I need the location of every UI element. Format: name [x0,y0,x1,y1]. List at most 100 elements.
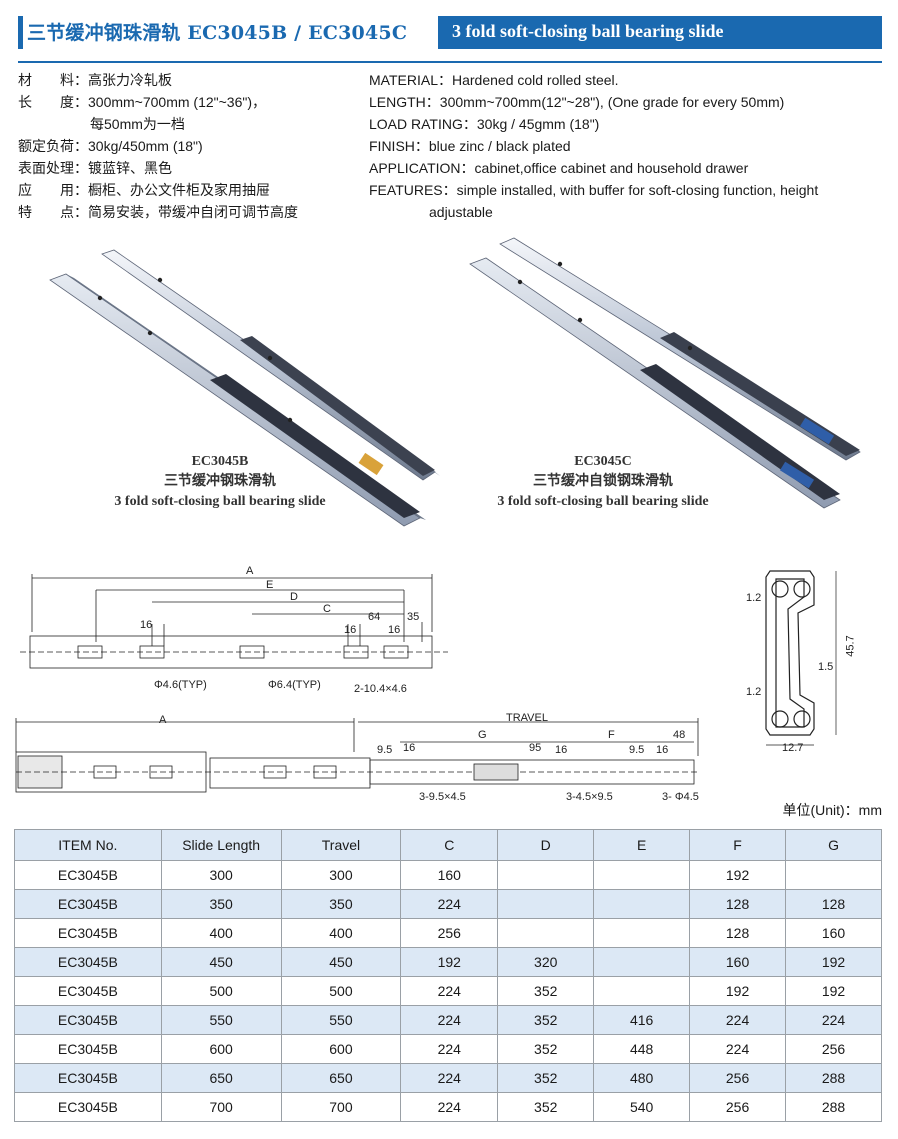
drawing-closed-slide [20,574,448,669]
spec-row: FINISH：blue zinc / black plated [369,138,571,154]
header-accent-bar [18,16,23,49]
spec-row: FEATURES：simple installed, with buffer f… [369,182,819,198]
table-cell: 224 [400,1005,499,1035]
dim-label: F [608,729,615,741]
col-header: Slide Length [160,829,282,861]
table-cell: 160 [689,947,787,977]
dim-label: 48 [673,729,686,741]
header-title-cn: 三节缓冲钢珠滑轨 EC3045B / EC3045C [27,22,408,44]
table-cell [593,918,691,948]
spec-row: LOAD RATING：30kg / 45gmm (18") [369,116,600,132]
table-cell: 288 [785,1092,882,1122]
table-cell: 450 [160,947,282,977]
table-cell: 352 [497,1005,595,1035]
dim-label: D [290,591,298,603]
dim-label: 9.5 [377,744,393,756]
table-cell: 128 [689,918,787,948]
table-cell: 650 [160,1063,282,1093]
product-caption-ec3045c: EC3045C 三节缓冲自锁钢珠滑轨 3 fold soft-closing b… [453,452,753,512]
dim-label: Φ6.4(TYP) [268,679,321,691]
table-cell [497,860,595,890]
product-name-cn: 三节缓冲自锁钢珠滑轨 [533,474,673,489]
spec-row: APPLICATION：cabinet,office cabinet and h… [369,160,749,176]
drawing-extended-slide [15,718,700,793]
table-cell: 550 [280,1005,402,1035]
table-cell: 350 [280,889,402,919]
table-cell: 224 [400,976,499,1006]
table-cell [593,976,691,1006]
spec-row: 每50mm为一档 [90,116,185,132]
table-cell: 160 [785,918,882,948]
spec-row: MATERIAL：Hardened cold rolled steel. [369,72,619,88]
table-cell: 300 [160,860,282,890]
table-cell: 128 [689,889,787,919]
table-cell: 224 [400,889,499,919]
drawing-cross-section [765,570,837,746]
dim-label: 35 [407,611,420,623]
spec-row: 表面处理：镀蓝锌、黑色 [18,160,172,176]
table-cell: 256 [689,1092,787,1122]
col-header: D [497,829,595,861]
dim-label: 64 [368,611,381,623]
table-cell: 128 [785,889,882,919]
table-cell [593,947,691,977]
product-name-en: 3 fold soft-closing ball bearing slide [497,494,709,509]
product-model: EC3045B [191,454,249,469]
table-cell: 192 [400,947,499,977]
table-cell: 416 [593,1005,691,1035]
table-cell [497,918,595,948]
product-caption-ec3045b: EC3045B 三节缓冲钢珠滑轨 3 fold soft-closing bal… [70,452,370,512]
dim-label: 16 [344,624,357,636]
table-cell: EC3045B [14,1092,162,1122]
table-cell [593,889,691,919]
dim-label: 3- Φ4.5 [662,791,699,803]
dim-label: 16 [388,624,401,636]
product-name-en: 3 fold soft-closing ball bearing slide [114,494,326,509]
table-cell: 352 [497,976,595,1006]
specs-en: MATERIAL：Hardened cold rolled steel. LEN… [369,69,818,223]
header-underline [18,61,882,63]
spec-row: 长 度：300mm~700mm (12"~36")， [18,94,267,110]
table-cell: 192 [689,976,787,1006]
header-title-en: 3 fold soft-closing ball bearing slide [452,21,724,41]
dim-label: TRAVEL [506,712,548,724]
table-cell [593,860,691,890]
table-cell: 352 [497,1034,595,1064]
table-cell: 400 [280,918,402,948]
table-cell: 550 [160,1005,282,1035]
table-cell: EC3045B [14,918,162,948]
table-cell: 352 [497,1063,595,1093]
dim-label: A [246,565,254,577]
table-cell: EC3045B [14,889,162,919]
table-cell: 224 [785,1005,882,1035]
spec-row: 额定负荷：30kg/450mm (18") [18,138,203,154]
table-cell: 224 [400,1063,499,1093]
dim-label: 9.5 [629,744,645,756]
table-cell: 600 [160,1034,282,1064]
table-cell: 320 [497,947,595,977]
dim-label: 45.7 [844,635,857,657]
table-cell [785,860,882,890]
col-header: E [593,829,691,861]
table-cell [497,889,595,919]
table-cell: 192 [785,947,882,977]
table-cell: EC3045B [14,1005,162,1035]
dim-label: 95 [529,742,542,754]
dim-label: 3-9.5×4.5 [419,791,466,803]
dim-label: 2-10.4×4.6 [354,683,407,695]
spec-row: adjustable [429,204,493,220]
page-header: 三节缓冲钢珠滑轨 EC3045B / EC3045C 3 fold soft-c… [18,16,882,63]
product-name-cn: 三节缓冲钢珠滑轨 [164,474,276,489]
table-cell: 256 [785,1034,882,1064]
dim-label: Φ4.6(TYP) [154,679,207,691]
header-title-box: 3 fold soft-closing ball bearing slide [438,16,882,49]
product-model: EC3045C [574,454,632,469]
table-cell: 224 [400,1034,499,1064]
spec-row: 应 用：橱柜、办公文件柜及家用抽屉 [18,182,270,198]
